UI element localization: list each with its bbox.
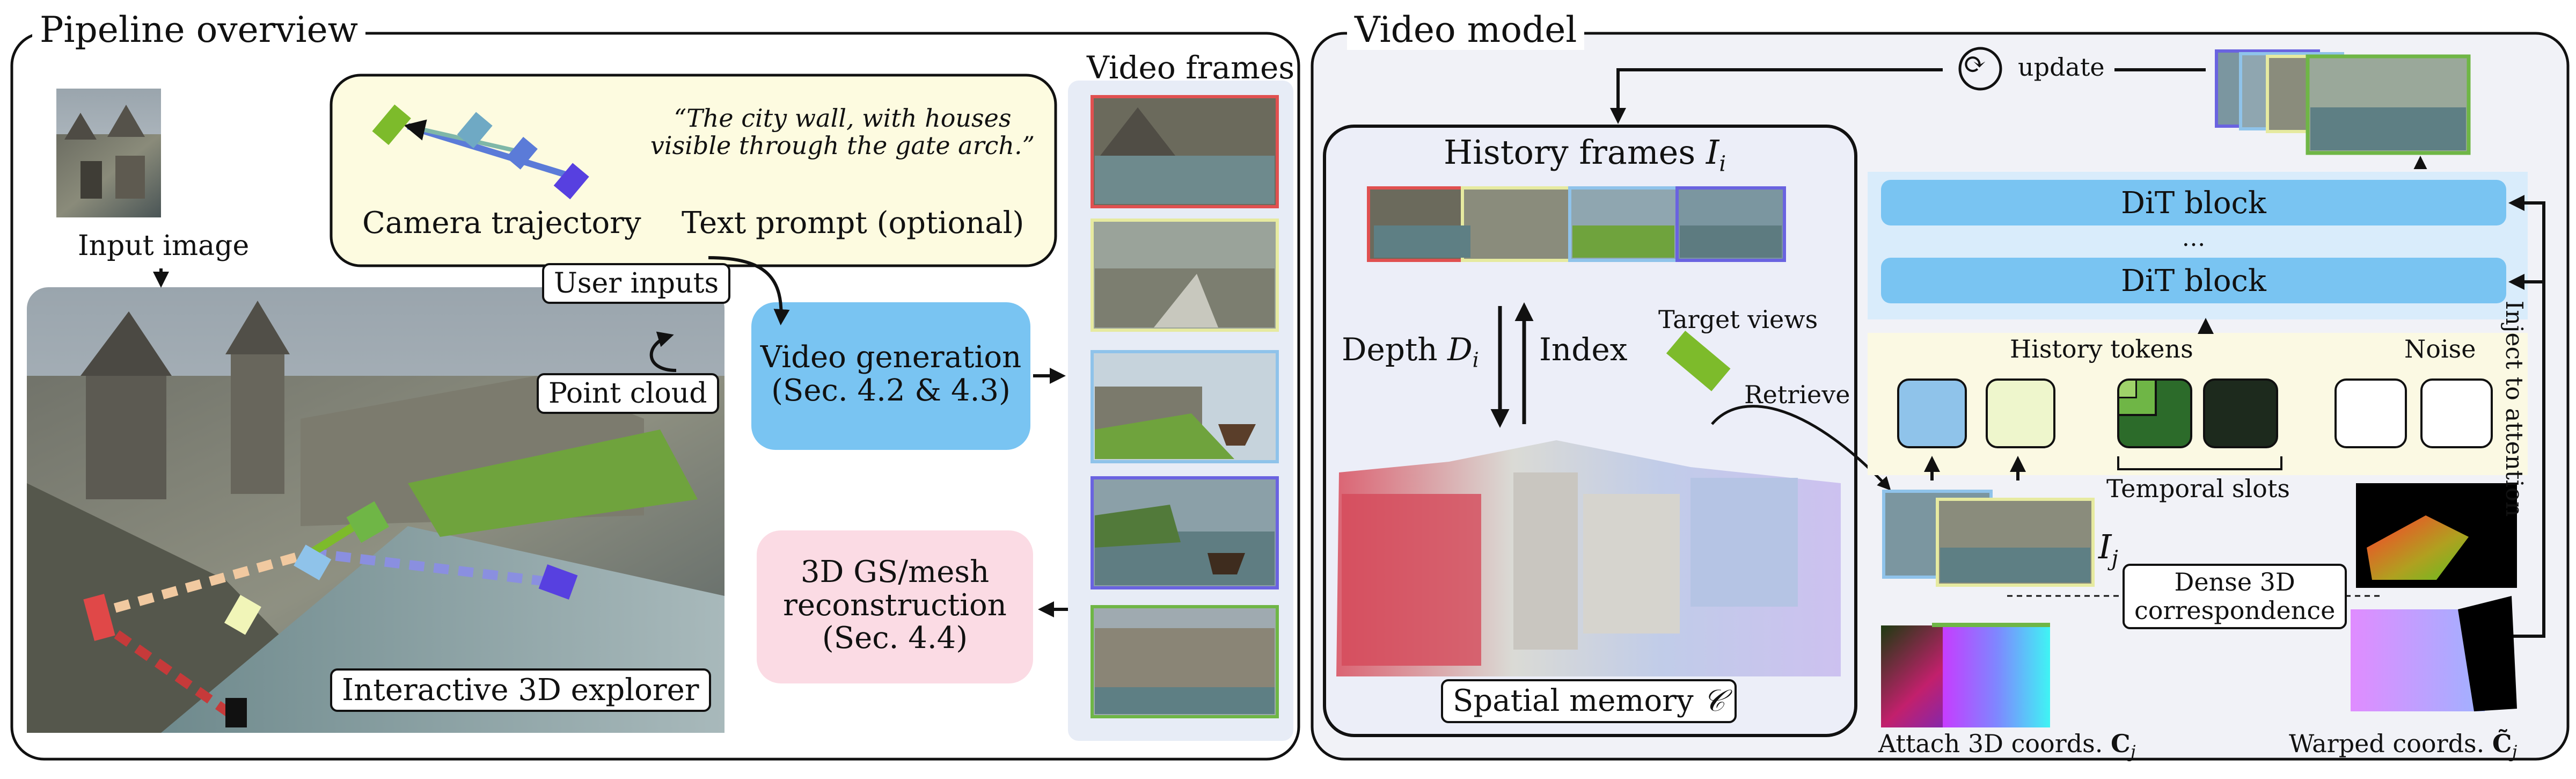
retrieve-arrow bbox=[1711, 405, 1891, 491]
text-prompt-label: Text prompt (optional) bbox=[682, 206, 1024, 241]
warped-sub: j bbox=[2512, 741, 2518, 762]
reconstruction-line2: reconstruction bbox=[783, 587, 1007, 623]
dit-block-1 bbox=[1881, 180, 2506, 225]
retrieve-label: Retrieve bbox=[1744, 380, 1850, 409]
ij-label: Ij bbox=[2098, 527, 2118, 571]
history-frames bbox=[1367, 186, 1786, 262]
noise-token-2 bbox=[2420, 378, 2493, 448]
dit-block-2 bbox=[1881, 258, 2506, 303]
history-frames-sub: i bbox=[1719, 151, 1726, 177]
ij-frames bbox=[1882, 490, 2095, 587]
user-inputs-label: User inputs bbox=[542, 263, 731, 304]
depth-symbol: D bbox=[1447, 331, 1473, 368]
target-views-label: Target views bbox=[1658, 305, 1818, 334]
temporal-slots-bracket bbox=[2117, 456, 2282, 470]
reconstruction-line3: (Sec. 4.4) bbox=[822, 621, 968, 656]
noise-token-1 bbox=[2334, 378, 2407, 448]
history-token-yellow bbox=[1986, 378, 2055, 448]
dit-block-2-label: DiT block bbox=[2121, 264, 2266, 299]
generated-frames bbox=[2215, 49, 2471, 169]
ij-symbol: I bbox=[2098, 527, 2112, 566]
depth-text: Depth bbox=[1342, 331, 1438, 368]
input-image bbox=[56, 89, 161, 217]
token-arrows bbox=[1924, 456, 2026, 480]
tokens-region bbox=[1868, 333, 2528, 475]
history-frames-symbol: I bbox=[1706, 133, 1719, 172]
dit-block-1-label: DiT block bbox=[2121, 186, 2266, 221]
spatial-memory-text: Spatial memory bbox=[1453, 683, 1694, 718]
reconstruction-box bbox=[757, 530, 1033, 683]
warped-text: Warped coords. bbox=[2289, 729, 2485, 758]
temporal-slots-label: Temporal slots bbox=[2106, 474, 2290, 503]
left-arrows bbox=[153, 256, 1068, 617]
camera-trajectory-icon bbox=[372, 104, 589, 200]
prompt-quote-line2: visible through the gate arch.” bbox=[650, 130, 1035, 160]
attach-3d-coords-map bbox=[1881, 623, 2050, 727]
reconstruction-line1: 3D GS/mesh bbox=[800, 555, 990, 589]
pipeline-panel-border bbox=[10, 32, 1300, 761]
temporal-slot-grid bbox=[2117, 378, 2192, 448]
attach-symbol: C bbox=[2111, 729, 2131, 758]
update-label: update bbox=[2018, 53, 2105, 82]
video-frame-4 bbox=[1091, 476, 1279, 589]
input-image-label: Input image bbox=[78, 230, 250, 262]
noise-label: Noise bbox=[2404, 334, 2476, 363]
explorer-camera-path bbox=[83, 501, 578, 727]
warped-symbol: C̃ bbox=[2492, 729, 2512, 758]
interactive-3d-explorer-label: Interactive 3D explorer bbox=[330, 668, 711, 712]
spatial-memory-pointcloud bbox=[1336, 440, 1841, 676]
video-frames-title: Video frames bbox=[1087, 49, 1295, 86]
warped-coords-label: Warped coords. C̃j bbox=[2289, 730, 2517, 761]
temporal-slot-dark bbox=[2203, 378, 2278, 448]
history-frames-text: History frames bbox=[1444, 133, 1696, 172]
video-generation-line2: (Sec. 4.2 & 4.3) bbox=[771, 373, 1011, 408]
dit-ellipsis: … bbox=[2182, 224, 2206, 252]
depth-label: Depth Di bbox=[1342, 331, 1479, 372]
video-generation-label: Video generation (Sec. 4.2 & 4.3) bbox=[751, 341, 1030, 407]
attach-3d-coords-label: Attach 3D coords. Cj bbox=[1878, 730, 2136, 761]
camera-trajectory-label: Camera trajectory bbox=[362, 206, 641, 241]
video-frame-3 bbox=[1091, 350, 1279, 463]
video-frame-1 bbox=[1091, 95, 1279, 208]
dense-3d-correspondence-label: Dense 3D correspondence bbox=[2123, 564, 2347, 629]
dense-line2: correspondence bbox=[2134, 595, 2336, 625]
spatial-memory-label: Spatial memory 𝒞 bbox=[1441, 679, 1737, 723]
attach-sub: j bbox=[2130, 741, 2136, 762]
inject-to-attention-label: Inject to attention bbox=[2500, 301, 2528, 517]
video-frame-2 bbox=[1091, 219, 1279, 332]
depth-sub: i bbox=[1472, 348, 1479, 372]
history-token-blue bbox=[1897, 378, 1967, 448]
prompt-quote-line1: “The city wall, with houses bbox=[674, 104, 1012, 133]
point-cloud-label: Point cloud bbox=[537, 373, 719, 414]
target-view-camera-icon bbox=[1666, 330, 1731, 391]
attach-text: Attach 3D coords. bbox=[1878, 729, 2103, 758]
dense-line1: Dense 3D bbox=[2174, 567, 2295, 596]
history-tokens-label: History tokens bbox=[2010, 334, 2193, 363]
video-generation-box bbox=[751, 302, 1030, 450]
video-generation-line1: Video generation bbox=[760, 340, 1022, 375]
spatial-memory-symbol: 𝒞 bbox=[1703, 683, 1725, 718]
prompt-quote: “The city wall, with houses visible thro… bbox=[649, 105, 1036, 159]
video-frame-5 bbox=[1091, 605, 1279, 718]
video-model-title: Video model bbox=[1347, 10, 1585, 50]
warped-coords-map bbox=[2351, 483, 2517, 711]
pipeline-overview-title: Pipeline overview bbox=[32, 10, 366, 50]
index-label: Index bbox=[1539, 331, 1628, 368]
depth-index-arrows bbox=[1490, 302, 1534, 428]
update-cycle-icon: ⟳ bbox=[1963, 48, 1987, 81]
ij-sub: j bbox=[2111, 546, 2118, 571]
history-frames-label: History frames Ii bbox=[1444, 134, 1726, 176]
reconstruction-label: 3D GS/mesh reconstruction (Sec. 4.4) bbox=[757, 556, 1033, 655]
update-loop bbox=[1610, 47, 2206, 124]
